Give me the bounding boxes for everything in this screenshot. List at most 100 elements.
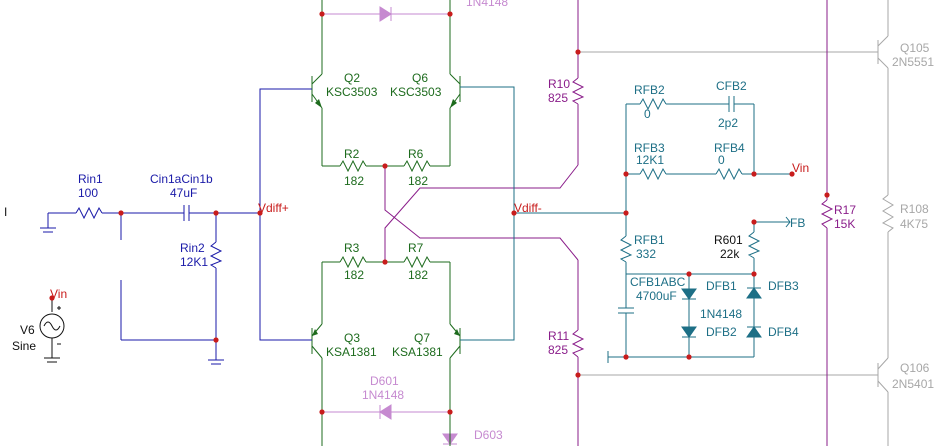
rfb2-value: 0 — [644, 107, 651, 121]
r3-resistor-symbol — [339, 255, 367, 269]
q105-name: Q105 — [900, 41, 930, 55]
cin-name: Cin1aCin1b — [150, 172, 213, 186]
rfb4-value: 0 — [718, 153, 725, 167]
dfb1-name: DFB1 — [706, 279, 737, 293]
r10-name: R10 — [548, 77, 570, 91]
r2-resistor-symbol — [339, 159, 367, 173]
r10-resistor-symbol — [571, 77, 585, 105]
rfb3-resistor-symbol — [639, 167, 667, 181]
rin1-value: 100 — [78, 186, 98, 200]
r601-resistor-symbol — [747, 231, 761, 259]
rfb2-resistor-symbol — [639, 97, 667, 111]
q3-part: KSA1381 — [326, 345, 377, 359]
r2-value: 182 — [344, 174, 364, 188]
q106-part: 2N5401 — [892, 377, 934, 391]
d601-diode-symbol — [379, 404, 392, 420]
q2-name: Q2 — [344, 71, 360, 85]
dfb2-diode-symbol — [681, 326, 697, 338]
q6-name: Q6 — [412, 71, 428, 85]
cfb1-name: CFB1ABC — [630, 275, 686, 289]
r17-value: 15K — [834, 217, 855, 231]
q7-transistor-symbol — [449, 323, 461, 359]
cfb2-value: 2p2 — [718, 116, 738, 130]
vin-source-label: Vin — [50, 287, 67, 301]
r11-name: R11 — [548, 329, 569, 343]
top-diode-part: 1N4148 — [466, 0, 508, 9]
teal-diodes — [681, 287, 762, 338]
r3-name: R3 — [344, 241, 360, 255]
r108-name: R108 — [900, 202, 929, 216]
q6-part: KSC3503 — [390, 85, 442, 99]
left-marker: I — [4, 205, 7, 219]
blue-input-network — [40, 88, 312, 365]
grey-output-section — [578, 0, 894, 446]
r6-name: R6 — [408, 147, 424, 161]
rfb1-value: 332 — [636, 247, 656, 261]
rfb4-resistor-symbol — [715, 167, 743, 181]
purple-rails — [384, 0, 834, 446]
teal-feedback-network — [460, 86, 792, 363]
r11-value: 825 — [548, 343, 568, 357]
q2-part: KSC3503 — [326, 85, 378, 99]
r108-value: 4K75 — [900, 217, 928, 231]
node-dots — [49, 11, 830, 415]
q105-transistor-symbol — [877, 35, 889, 69]
rin1-resistor-symbol — [75, 206, 103, 220]
q7-part: KSA1381 — [392, 345, 443, 359]
q106-name: Q106 — [900, 361, 930, 375]
dfb1-diode-symbol — [681, 288, 697, 300]
r601-value: 22k — [720, 247, 740, 261]
r2-name: R2 — [344, 147, 360, 161]
q3-name: Q3 — [344, 331, 360, 345]
d601-part: 1N4148 — [362, 388, 404, 402]
rin2-resistor-symbol — [209, 241, 223, 269]
d603-name: D603 — [474, 428, 503, 442]
vdiff-plus-label: Vdiff+ — [258, 201, 289, 215]
rfb3-value: 12K1 — [636, 153, 664, 167]
r108-resistor-symbol — [881, 194, 894, 233]
rin2-value: 12K1 — [180, 255, 208, 269]
dfb2-name: DFB2 — [706, 325, 737, 339]
cin-value: 47uF — [170, 186, 197, 200]
r7-value: 182 — [408, 268, 428, 282]
r3-value: 182 — [344, 268, 364, 282]
q105-part: 2N5551 — [892, 55, 934, 69]
dfb1-part: 1N4148 — [700, 307, 742, 321]
dfb3-diode-symbol — [746, 287, 762, 299]
r17-resistor-symbol — [820, 199, 834, 229]
rfb3-name: RFB3 — [634, 141, 665, 155]
v6-type: Sine — [12, 339, 36, 353]
r6-value: 182 — [408, 174, 428, 188]
r17-name: R17 — [834, 203, 856, 217]
r6-resistor-symbol — [403, 159, 431, 173]
fb-label: FB — [790, 216, 805, 230]
dfb4-name: DFB4 — [768, 325, 799, 339]
cfb1-value: 4700uF — [636, 289, 677, 303]
r11-resistor-symbol — [571, 329, 585, 358]
r10-value: 825 — [548, 91, 568, 105]
rfb4-name: RFB4 — [714, 141, 745, 155]
dfb3-name: DFB3 — [768, 279, 799, 293]
rfb2-name: RFB2 — [634, 83, 665, 97]
vdiff-minus-label: Vdiff- — [514, 201, 542, 215]
dfb4-diode-symbol — [746, 326, 762, 338]
vin-feedback-label: Vin — [792, 161, 809, 175]
r601-name: R601 — [714, 233, 743, 247]
component-labels: Rin1 100 Cin1aCin1b 47uF Rin2 12K1 Vdiff… — [4, 0, 934, 442]
cfb2-name: CFB2 — [716, 79, 747, 93]
rfb1-resistor-symbol — [619, 235, 633, 263]
r7-resistor-symbol — [403, 255, 431, 269]
d601-name: D601 — [370, 374, 399, 388]
top-diode-symbol — [379, 6, 392, 22]
rin2-name: Rin2 — [180, 241, 205, 255]
transistor-arrows — [312, 99, 460, 336]
v6-source — [39, 298, 65, 363]
q3-transistor-symbol — [311, 323, 323, 359]
green-diff-stage — [311, 0, 461, 446]
q106-transistor-symbol — [877, 357, 889, 393]
q7-name: Q7 — [414, 331, 430, 345]
v6-name: V6 — [20, 323, 35, 337]
rin1-name: Rin1 — [78, 172, 103, 186]
r7-name: R7 — [408, 241, 424, 255]
